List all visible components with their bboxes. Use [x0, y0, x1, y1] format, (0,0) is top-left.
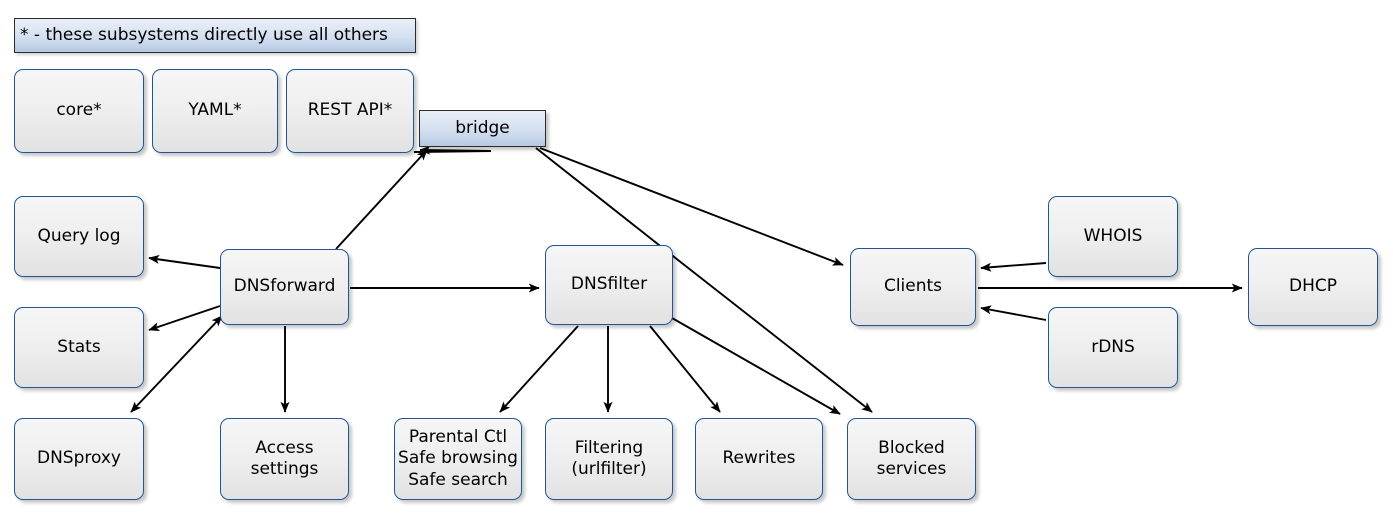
node-rewrites[interactable]: Rewrites — [695, 418, 823, 500]
edge-restapi-to-bridge — [413, 145, 492, 155]
node-label-rewrites: Rewrites — [722, 448, 796, 469]
edge-dnsfilter-to-blocked — [671, 317, 841, 415]
node-label-parental: Parental Ctl Safe browsing Safe search — [398, 427, 518, 490]
node-querylog[interactable]: Query log — [14, 196, 144, 277]
node-rdns[interactable]: rDNS — [1048, 307, 1178, 388]
node-label-whois: WHOIS — [1083, 225, 1143, 246]
node-restapi[interactable]: REST API* — [286, 69, 414, 153]
edge-dnsfilter-to-parental — [499, 325, 579, 413]
node-clients[interactable]: Clients — [850, 248, 976, 326]
node-yaml[interactable]: YAML* — [152, 69, 278, 153]
edge-whois-to-clients — [980, 262, 1047, 272]
node-stats[interactable]: Stats — [14, 307, 144, 388]
node-label-filtering: Filtering (urlfilter) — [571, 437, 647, 479]
node-label-stats: Stats — [57, 336, 101, 357]
node-label-dnsfilter: DNSfilter — [570, 274, 648, 295]
node-label-restapi: REST API* — [307, 100, 393, 121]
node-parental[interactable]: Parental Ctl Safe browsing Safe search — [394, 418, 522, 500]
node-dhcp[interactable]: DHCP — [1248, 248, 1378, 326]
node-accesssettings[interactable]: Access settings — [220, 418, 349, 500]
edge-dnsforward-to-stats — [148, 305, 221, 331]
node-label-blocked: Blocked services — [876, 437, 947, 479]
edge-dnsforward-to-bridge — [335, 149, 428, 250]
node-label-accesssettings: Access settings — [250, 437, 319, 479]
node-label-clients: Clients — [883, 276, 943, 297]
node-filtering[interactable]: Filtering (urlfilter) — [545, 418, 673, 500]
node-label-rdns: rDNS — [1091, 336, 1135, 357]
node-dnsproxy[interactable]: DNSproxy — [14, 418, 144, 500]
node-label-yaml: YAML* — [188, 100, 242, 121]
edge-dnsforward-to-dnsproxy — [130, 315, 223, 413]
legend-note: * - these subsystems directly use all ot… — [14, 18, 416, 53]
node-whois[interactable]: WHOIS — [1048, 196, 1178, 277]
node-label-dhcp: DHCP — [1289, 276, 1337, 297]
node-blocked[interactable]: Blocked services — [847, 418, 976, 500]
node-label-core: core* — [56, 100, 102, 121]
node-label-querylog: Query log — [37, 225, 121, 246]
edge-dnsforward-to-querylog — [148, 254, 221, 269]
node-label-dnsforward: DNSforward — [233, 276, 336, 297]
node-core[interactable]: core* — [14, 69, 144, 153]
node-label-dnsproxy: DNSproxy — [36, 448, 121, 469]
node-dnsfilter[interactable]: DNSfilter — [545, 245, 673, 325]
edge-dnsfilter-to-rewrites — [649, 325, 721, 413]
node-dnsforward[interactable]: DNSforward — [220, 249, 349, 325]
node-bridge[interactable]: bridge — [419, 110, 546, 147]
node-label-bridge: bridge — [455, 117, 510, 138]
edge-rdns-to-clients — [980, 305, 1047, 321]
